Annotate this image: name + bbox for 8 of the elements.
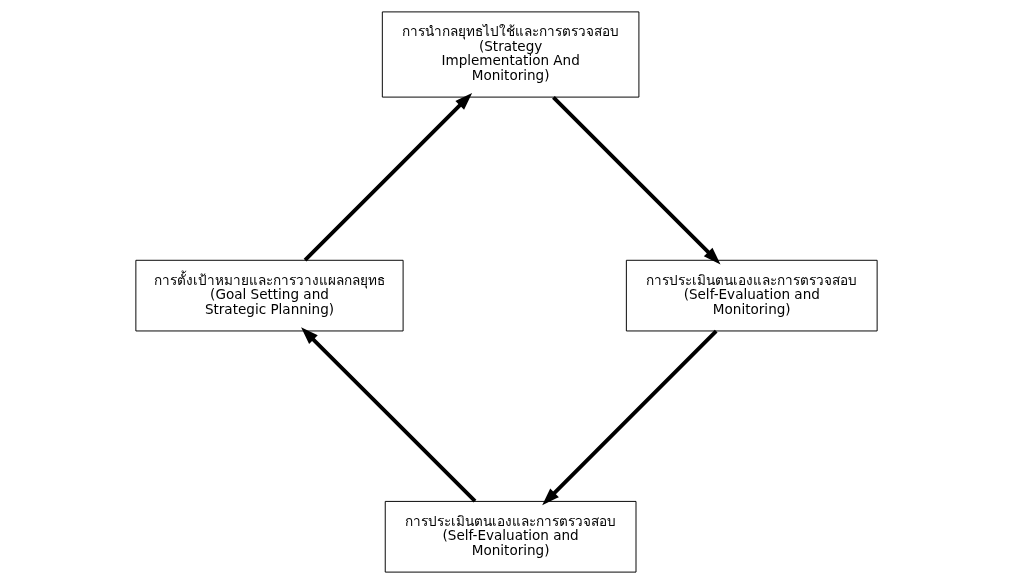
arrow bbox=[542, 329, 718, 506]
node-box: การตั้งเป้าหมายและการวางแผลกลยุทธ (Goal Setting and Strategic Planning) bbox=[135, 259, 404, 332]
node-box: การประเมินตนเองและการตรวจสอบ (Self-Evaluation and Monitoring) bbox=[625, 259, 878, 332]
arrow bbox=[552, 95, 721, 265]
arrow bbox=[301, 327, 477, 503]
arrow bbox=[303, 93, 473, 262]
node-box: การประเมินตนเองและการตรวจสอบ (Self-Evaluation and Monitoring) bbox=[384, 500, 637, 573]
node-box: การนำกลยุทธไปใช้และการตรวจสอบ (Strategy Implementation And Monitoring) bbox=[381, 11, 640, 98]
